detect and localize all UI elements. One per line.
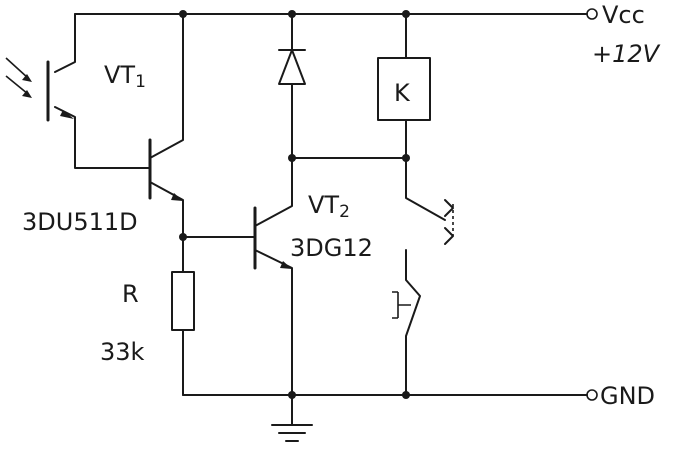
vt1-label: VT1 xyxy=(104,61,146,92)
vcc-voltage-label: +12V xyxy=(592,40,661,68)
vt1-model-label: 3DU511D xyxy=(22,208,138,236)
junction-dots xyxy=(179,10,410,399)
gnd-label: GND xyxy=(600,382,655,410)
diode xyxy=(278,13,306,159)
resistor-value-label: 33k xyxy=(100,338,145,366)
transistor-vt2 xyxy=(253,157,293,396)
gnd-terminal xyxy=(586,389,598,401)
relay-contact xyxy=(392,157,454,396)
vcc-label: Vcc xyxy=(602,1,645,29)
transistor-vt1 xyxy=(148,13,184,238)
resistor-r xyxy=(171,236,195,396)
vt2-model-label: 3DG12 xyxy=(290,234,373,262)
relay-coil-label: K xyxy=(394,79,411,107)
light-arrows-icon xyxy=(5,57,32,98)
vt2-label: VT2 xyxy=(308,191,350,222)
phototransistor xyxy=(46,13,151,169)
ground-symbol-icon xyxy=(271,394,313,442)
resistor-name-label: R xyxy=(122,280,139,308)
relay-coil-k xyxy=(377,13,431,159)
vcc-terminal xyxy=(586,8,598,20)
